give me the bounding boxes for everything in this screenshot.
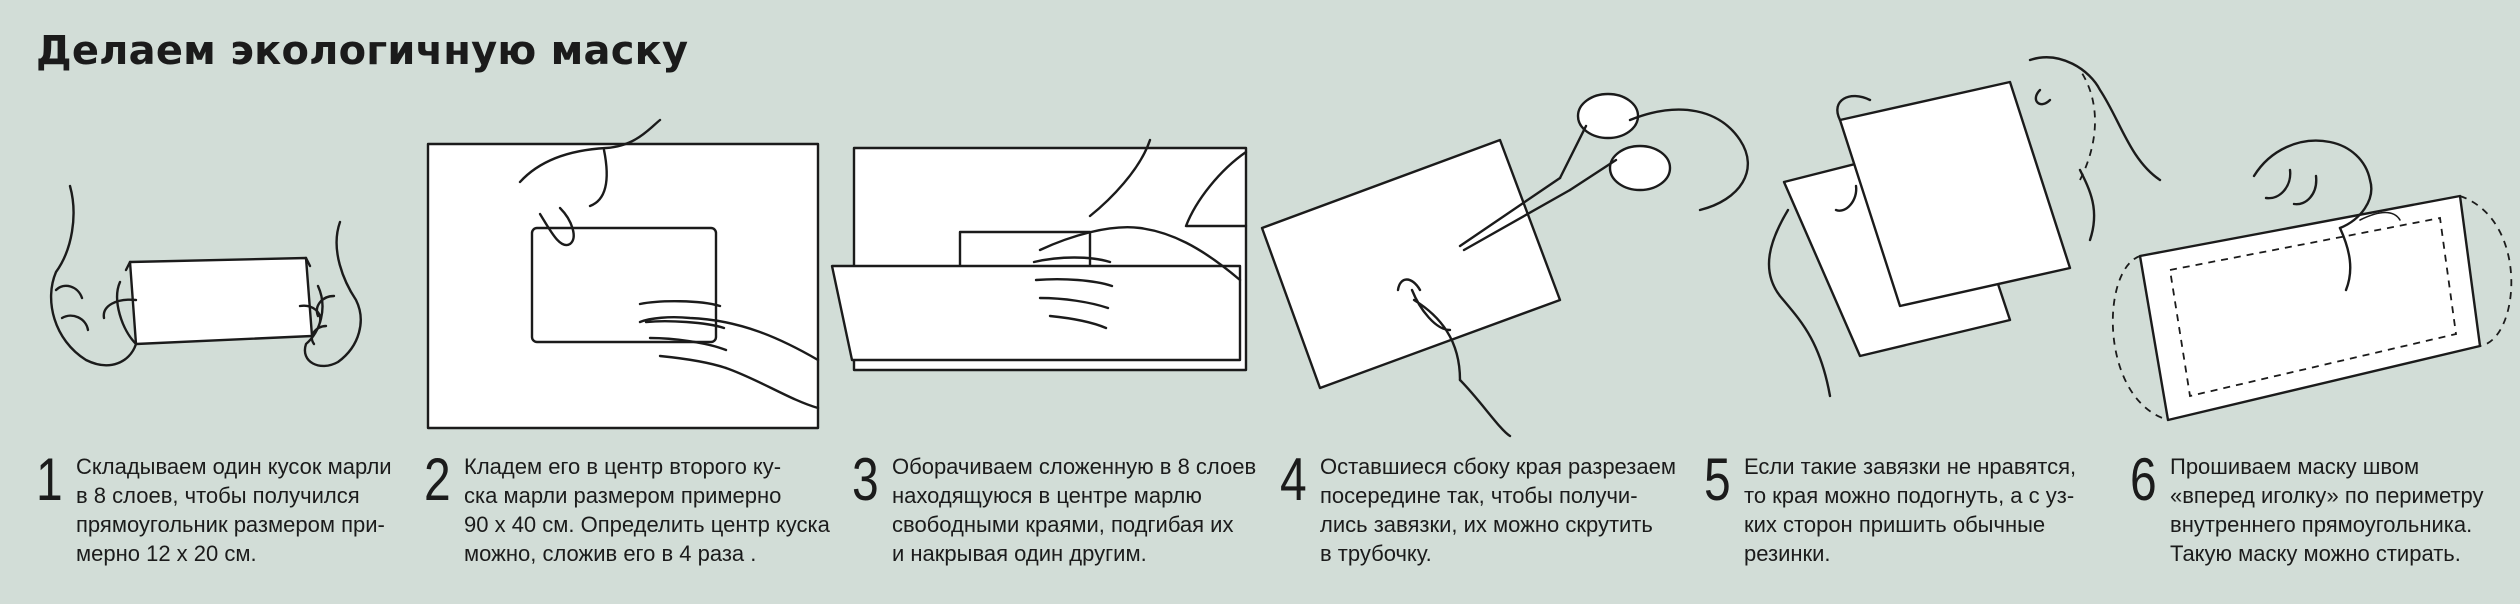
- step-5-illustration: [1767, 56, 2162, 398]
- step-3: 3 Оборачиваем сложенную в 8 слоев находя…: [852, 446, 1257, 568]
- step-description: Оставшиеся сбоку края разрезаем посереди…: [1320, 454, 1676, 566]
- step-description: Если такие завязки не нравятся, то края …: [1744, 454, 2077, 566]
- step-number: 5: [1704, 446, 1731, 513]
- step-number: 2: [424, 446, 451, 513]
- step-description: Оборачиваем сложенную в 8 слоев находящу…: [892, 454, 1257, 566]
- step-number: 1: [36, 446, 63, 513]
- step-4: 4 Оставшиеся сбоку края разрезаем посере…: [1280, 446, 1676, 568]
- step-6: 6 Прошиваем маску швом «вперед иголку» п…: [2130, 446, 2484, 568]
- step-number: 3: [852, 446, 879, 513]
- step-4-illustration: [1260, 92, 1750, 438]
- step-2: 2 Кладем его в центр второго ку- ска мар…: [424, 446, 830, 568]
- step-3-illustration: [830, 138, 1248, 372]
- step-number: 6: [2130, 446, 2157, 513]
- step-6-illustration: [2111, 139, 2513, 422]
- step-1: 1 Складываем один кусок марли в 8 слоев,…: [36, 446, 392, 568]
- step-1-illustration: [49, 184, 362, 368]
- step-description: Прошиваем маску швом «вперед иголку» по …: [2170, 454, 2484, 566]
- step-description: Складываем один кусок марли в 8 слоев, ч…: [76, 454, 392, 566]
- step-2-illustration: [426, 118, 820, 430]
- step-5: 5 Если такие завязки не нравятся, то кра…: [1704, 446, 2077, 568]
- page-title: Делаем экологичную маску: [36, 28, 689, 74]
- step-number: 4: [1280, 446, 1307, 513]
- step-description: Кладем его в центр второго ку- ска марли…: [464, 454, 830, 566]
